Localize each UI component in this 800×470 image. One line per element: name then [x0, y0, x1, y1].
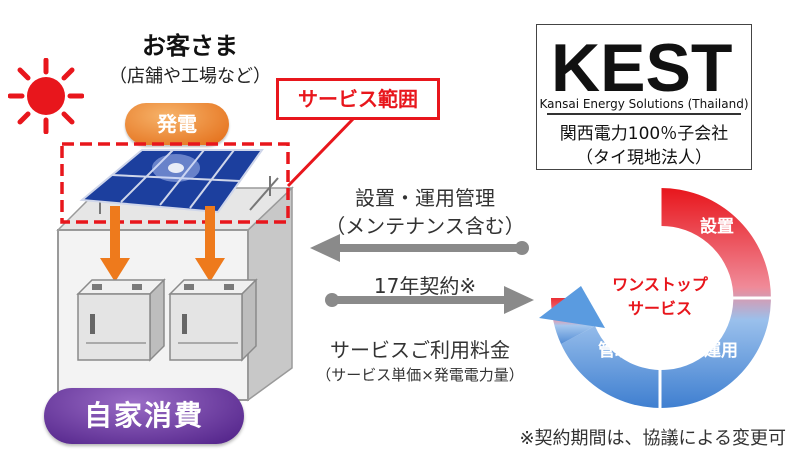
- cycle-step-manage: 管理: [598, 340, 632, 361]
- kest-logo: KEST: [551, 31, 732, 101]
- self-consumption-label: 自家消費: [44, 388, 244, 444]
- generation-label: 発電: [125, 103, 229, 145]
- cycle-step-install: 設置: [700, 216, 734, 237]
- company-desc-line2: （タイ現地法人）: [576, 148, 712, 168]
- contract-label: 17年契約※: [373, 274, 477, 298]
- battery-right: [168, 278, 258, 362]
- customer-subtitle: （店舗や工場など）: [109, 66, 271, 87]
- right-arrow-icon: [325, 286, 534, 314]
- kest-logo-box: KEST Kansai Energy Solutions (Thailand) …: [536, 24, 752, 170]
- company-full-name: Kansai Energy Solutions (Thailand): [539, 97, 749, 111]
- customer-title: お客さま: [142, 32, 238, 60]
- maintenance-label-line2: （メンテナンス含む）: [325, 214, 525, 238]
- fee-label-line1: サービスご利用料金: [330, 338, 510, 362]
- flow-arrows: [310, 234, 534, 314]
- maintenance-label-line1: 設置・運用管理: [355, 186, 495, 210]
- logo-divider: [547, 113, 741, 115]
- sun-icon: [8, 58, 84, 134]
- service-scope-box: [60, 142, 290, 224]
- svg-text:KEST: KEST: [551, 31, 732, 101]
- fee-label-line2: （サービス単価×発電電力量）: [316, 366, 524, 384]
- cycle-center-line1: ワンストップ: [612, 275, 709, 294]
- left-arrow-icon: [310, 234, 529, 262]
- one-stop-cycle: ワンストップ サービス 設計 設置 運用 管理: [539, 186, 772, 410]
- contract-footnote: ※契約期間は、協議による変更可: [519, 428, 786, 449]
- cycle-step-operate: 運用: [704, 341, 738, 361]
- cycle-step-design: 設計: [598, 210, 632, 231]
- power-flow-arrows: [100, 206, 225, 282]
- cycle-center-line2: サービス: [628, 299, 692, 318]
- service-scope-label: サービス範囲: [276, 78, 440, 120]
- company-desc-line1: 関西電力100％子会社: [559, 124, 729, 144]
- battery-left: [76, 278, 166, 362]
- solar-panel: [79, 149, 264, 214]
